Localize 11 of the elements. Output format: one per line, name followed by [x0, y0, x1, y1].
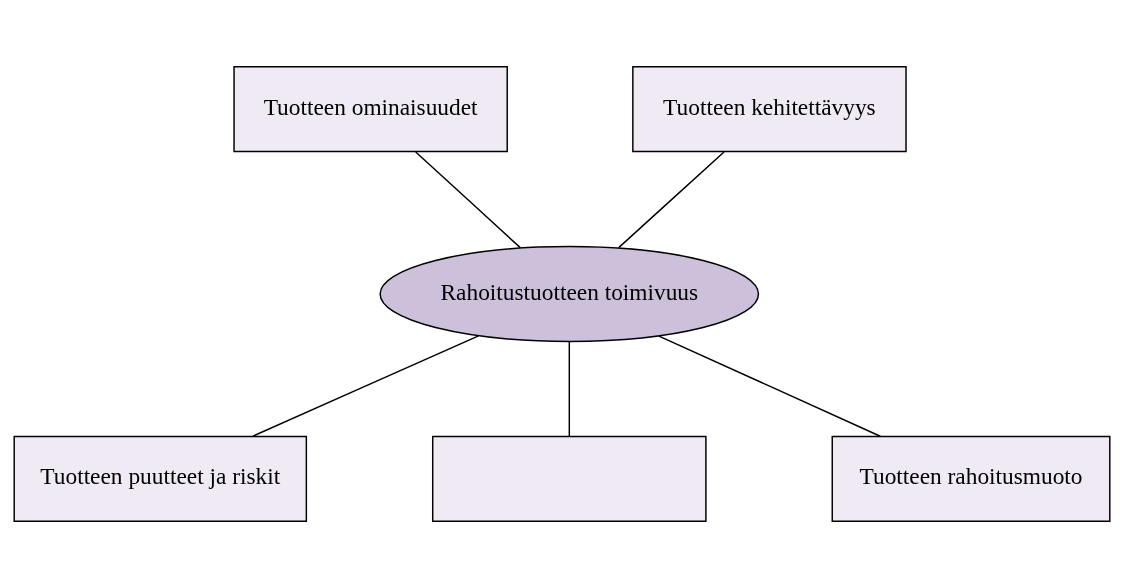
node-box — [432, 435, 707, 522]
connector — [252, 335, 480, 437]
node-box: Tuotteen rahoitusmuoto — [831, 435, 1111, 522]
connector — [618, 151, 725, 249]
node-box: Tuotteen ominaisuudet — [233, 66, 508, 153]
connector — [414, 151, 521, 249]
connector — [658, 335, 881, 437]
node-ellipse: Rahoitustuotteen toimivuus — [379, 245, 760, 343]
connector — [568, 341, 571, 437]
node-box: Tuotteen puutteet ja riskit — [13, 435, 308, 522]
node-box: Tuotteen kehitettävyys — [632, 66, 907, 153]
